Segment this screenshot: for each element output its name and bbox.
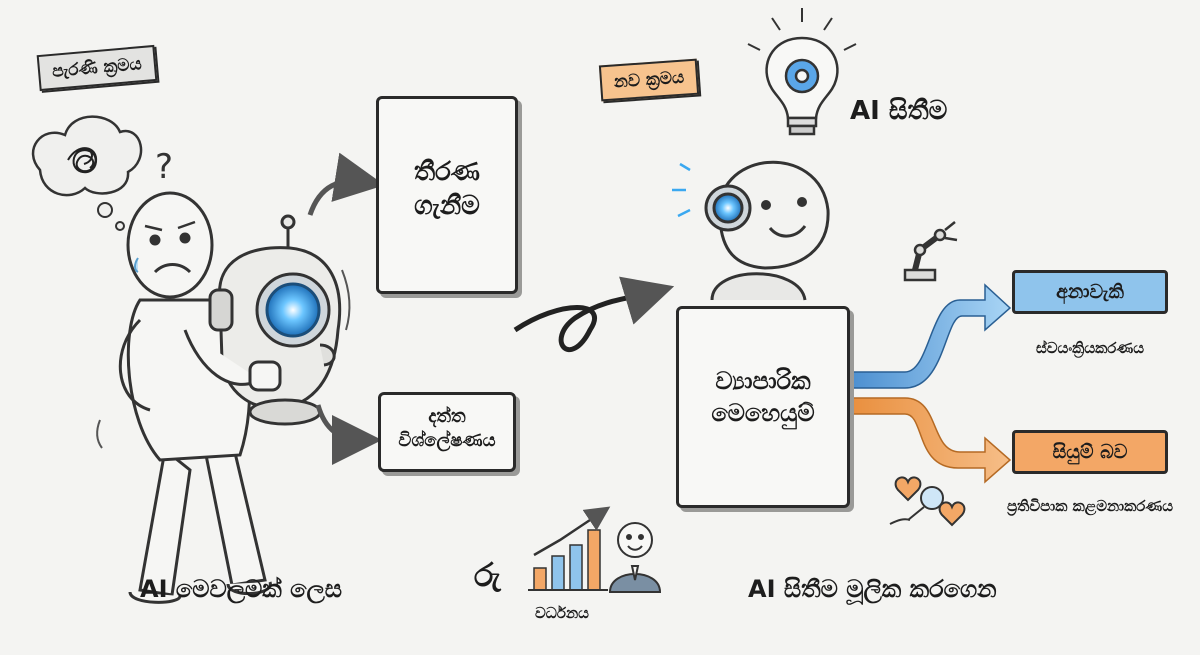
robot-icon xyxy=(183,214,342,426)
question-icon: ? xyxy=(155,147,173,187)
lightbulb-gear-icon xyxy=(747,8,857,136)
outcome-management-label: ප්‍රතිවිපාක කළමනාකරණය xyxy=(1006,497,1173,515)
new-way-caption: AI සිතීම මූලික කරගෙන xyxy=(748,575,997,603)
automation-label: ස්වයංක්‍රියකරණය xyxy=(1035,339,1144,357)
businessman-icon xyxy=(608,522,662,593)
rupee-symbol: රු xyxy=(474,556,501,594)
decision-making-label: තීරණ ගැනීම xyxy=(413,157,480,221)
old-way-caption: AI මෙවලමක් ලෙස xyxy=(140,575,343,603)
growth-label: වර්ධනය xyxy=(535,604,589,622)
data-analysis-label: දත්ත විශ්ලේෂණය xyxy=(398,406,496,451)
new-way-tag: නව ක්‍රමය xyxy=(598,58,700,102)
prediction-box: අනාවැකි xyxy=(1012,270,1168,314)
data-analysis-card: දත්ත විශ්ලේෂණය xyxy=(378,392,516,472)
arrow-to-data xyxy=(315,404,382,465)
curvy-arrow-icon xyxy=(513,276,675,353)
robot-arm-icon xyxy=(903,221,958,282)
arrow-to-decision xyxy=(307,152,385,216)
blue-flow-arrow xyxy=(849,283,1012,389)
ai-thinking-label: AI සිතීම xyxy=(850,96,948,126)
business-operations-label: ව්‍යාපාරික මෙහෙයුම් xyxy=(711,367,815,427)
business-operations-card: ව්‍යාපාරික මෙහෙයුම් xyxy=(676,306,850,508)
thought-scribble-icon xyxy=(31,115,143,231)
magnifier-hearts-icon xyxy=(889,476,966,527)
stressed-person-figure xyxy=(118,191,272,604)
orange-flow-arrow xyxy=(849,397,1012,484)
decision-making-card: තීරණ ගැනීම xyxy=(376,96,518,294)
ai-robot-head xyxy=(672,160,830,301)
subtlety-box: සියුම් බව xyxy=(1012,430,1168,474)
growth-chart-icon xyxy=(528,506,611,591)
